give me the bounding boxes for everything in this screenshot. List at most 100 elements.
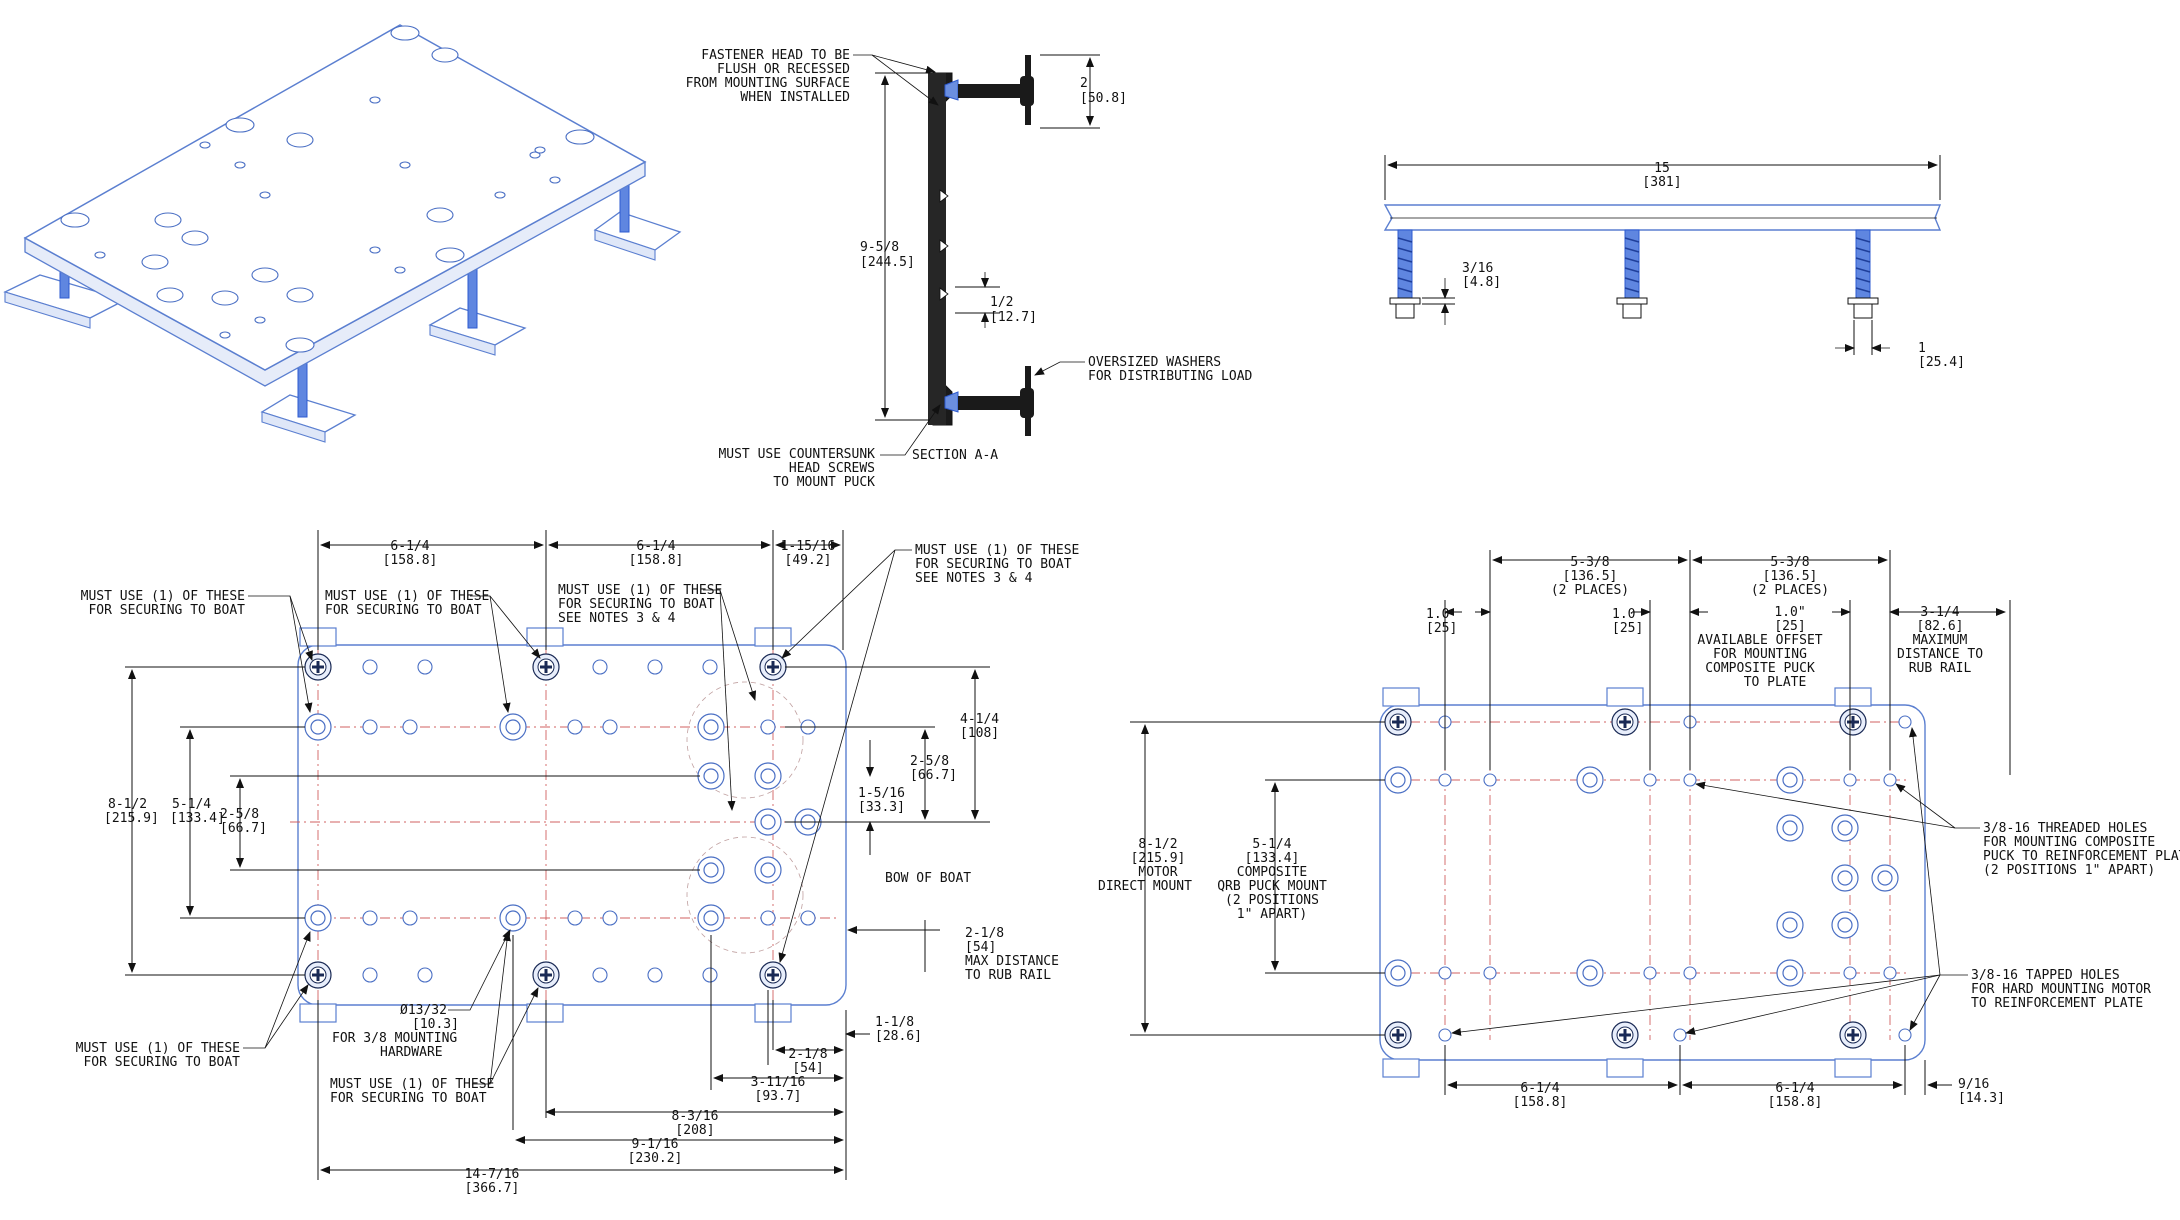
right-threaded-note-2: FOR MOUNTING COMPOSITE [1983, 835, 2155, 850]
left-dim-2-5-8-metric: [66.7] [220, 821, 267, 836]
right-plan-view: 5-3/8 [136.5] (2 PLACES) 5-3/8 [136.5] (… [1098, 550, 2180, 1110]
dim-3-16-metric: [4.8] [1462, 275, 1501, 290]
right-motor-note-3: MOTOR [1138, 865, 1177, 880]
hole-note-3: FOR 3/8 MOUNTING [332, 1031, 457, 1046]
left-dim-2-1-8-value: 2-1/8 [788, 1047, 827, 1062]
left-bolt-tc [532, 653, 560, 681]
right-dim-bottom-2-metric: [158.8] [1768, 1095, 1823, 1110]
left-rub-rail-4: TO RUB RAIL [965, 968, 1051, 983]
right-puck-note-4: QRB PUCK MOUNT [1217, 879, 1327, 894]
right-bolt-br [1839, 1021, 1867, 1049]
left-plan-view: 6-1/4 [158.8] 6-1/4 [158.8] 1-15/16 [49.… [76, 530, 1079, 1196]
left-dim-top-2-metric: [158.8] [629, 553, 684, 568]
left-dim-3-11-16-value: 3-11/16 [751, 1075, 806, 1090]
left-note-bl-2: FOR SECURING TO BOAT [83, 1055, 240, 1070]
right-bolt-tl [1384, 708, 1412, 736]
side-plate [1383, 204, 1942, 231]
left-dim-5-1-4-value: 5-1/4 [172, 797, 211, 812]
dim-9-5-8-metric: [244.5] [860, 255, 915, 270]
left-rub-rail-3: MAX DISTANCE [965, 954, 1059, 969]
right-rub-note-1: 3-1/4 [1920, 605, 1959, 620]
section-screw-top [944, 55, 1034, 125]
washer-note-2: FOR DISTRIBUTING LOAD [1088, 369, 1253, 384]
left-dim-5-1-4-metric: [133.4] [170, 811, 225, 826]
iso-foot-bottom [260, 354, 357, 443]
left-note-bc-2: FOR SECURING TO BOAT [330, 1091, 487, 1106]
left-note-tr1-1: MUST USE (1) OF THESE [558, 583, 722, 598]
isometric-view [3, 24, 682, 443]
side-bolt-3 [1847, 229, 1879, 319]
left-dim-2-5-8-r-value: 2-5/8 [910, 754, 949, 769]
right-dim-5-3-8-b-metric: [136.5] [1763, 569, 1818, 584]
washer-note-1: OVERSIZED WASHERS [1088, 355, 1221, 370]
left-large-holes [304, 713, 822, 932]
section-label: SECTION A-A [912, 448, 998, 463]
left-bolt-br [759, 961, 787, 989]
fastener-note-3: FROM MOUNTING SURFACE [686, 76, 850, 91]
iso-foot-right [593, 169, 682, 261]
right-puck-note-3: COMPOSITE [1237, 865, 1307, 880]
left-dim-2-1-8-metric: [54] [792, 1061, 823, 1076]
right-dim-1-0-a-value: 1.0 [1426, 607, 1449, 622]
dim-9-5-8-value: 9-5/8 [860, 240, 899, 255]
right-puck-note-6: 1" APART) [1237, 907, 1307, 922]
right-dim-9-16-metric: [14.3] [1958, 1091, 2005, 1106]
right-threaded-note-1: 3/8-16 THREADED HOLES [1983, 821, 2147, 836]
right-offset-note-2: [25] [1774, 619, 1805, 634]
left-note-tc-2: FOR SECURING TO BOAT [325, 603, 482, 618]
left-rub-rail-1: 2-1/8 [965, 926, 1004, 941]
left-dim-8-3-16-value: 8-3/16 [672, 1109, 719, 1124]
left-dim-4-1-4-metric: [108] [960, 726, 999, 741]
left-dim-1-1-8-metric: [28.6] [875, 1029, 922, 1044]
iso-plate-top [23, 24, 647, 371]
countersunk-note-3: TO MOUNT PUCK [773, 475, 875, 490]
left-dim-14-7-16-metric: [366.7] [465, 1181, 520, 1196]
left-bolt-bl [304, 961, 332, 989]
right-tapped-note-1: 3/8-16 TAPPED HOLES [1971, 968, 2120, 983]
left-dim-1-1-8-value: 1-1/8 [875, 1015, 914, 1030]
right-dim-1-0-b-value: 1.0 [1612, 607, 1635, 622]
countersunk-note-1: MUST USE COUNTERSUNK [718, 447, 875, 462]
left-dim-top-3-value: 1-15/16 [781, 539, 836, 554]
dim-15-metric: [381] [1642, 175, 1681, 190]
right-offset-note-5: COMPOSITE PUCK [1705, 661, 1815, 676]
left-dim-1-5-16-metric: [33.3] [858, 800, 905, 815]
left-note-bc-1: MUST USE (1) OF THESE [330, 1077, 494, 1092]
side-bolt-1 [1389, 229, 1421, 319]
right-dim-5-3-8-a-metric: [136.5] [1563, 569, 1618, 584]
right-tapped-note-3: TO REINFORCEMENT PLATE [1971, 996, 2143, 1011]
right-dim-1-0-a-metric: [25] [1426, 621, 1457, 636]
left-note-tl-2: FOR SECURING TO BOAT [88, 603, 245, 618]
section-screw-bottom [944, 366, 1034, 436]
left-note-tr2-2: FOR SECURING TO BOAT [915, 557, 1072, 572]
right-bolt-bl [1384, 1021, 1412, 1049]
right-dim-bottom-2-value: 6-1/4 [1775, 1081, 1814, 1096]
right-offset-note-1: 1.0" [1774, 605, 1805, 620]
bow-of-boat-label: BOW OF BOAT [885, 871, 971, 886]
left-dim-3-11-16-metric: [93.7] [755, 1089, 802, 1104]
countersunk-note-2: HEAD SCREWS [789, 461, 875, 476]
left-small-holes [362, 659, 816, 983]
left-note-tr2-3: SEE NOTES 3 & 4 [915, 571, 1033, 586]
dim-1-value: 1 [1918, 341, 1926, 356]
right-tapped-note-2: FOR HARD MOUNTING MOTOR [1971, 982, 2151, 997]
left-note-tr1-2: FOR SECURING TO BOAT [558, 597, 715, 612]
right-dim-5-3-8-a-note: (2 PLACES) [1551, 583, 1629, 598]
right-motor-note-2: [215.9] [1131, 851, 1186, 866]
dim-2-metric: [50.8] [1080, 91, 1127, 106]
right-dim-5-3-8-a-value: 5-3/8 [1570, 555, 1609, 570]
right-bolt-tc [1611, 708, 1639, 736]
right-threaded-note-4: (2 POSITIONS 1" APART) [1983, 863, 2155, 878]
hole-note-1: Ø13/32 [400, 1003, 447, 1018]
right-dim-5-3-8-b-value: 5-3/8 [1770, 555, 1809, 570]
side-view: 15 [381] 3/16 [4.8] 1 [25.4] [1383, 155, 1965, 370]
right-threaded-note-3: PUCK TO REINFORCEMENT PLATE [1983, 849, 2180, 864]
iso-plate-holes [60, 25, 595, 353]
section-view: FASTENER HEAD TO BE FLUSH OR RECESSED FR… [686, 48, 1253, 490]
dim-2-value: 2 [1080, 76, 1088, 91]
left-dim-2-5-8-r-metric: [66.7] [910, 768, 957, 783]
left-note-tr2-1: MUST USE (1) OF THESE [915, 543, 1079, 558]
fastener-note-2: FLUSH OR RECESSED [717, 62, 850, 77]
right-bolt-bc [1611, 1021, 1639, 1049]
